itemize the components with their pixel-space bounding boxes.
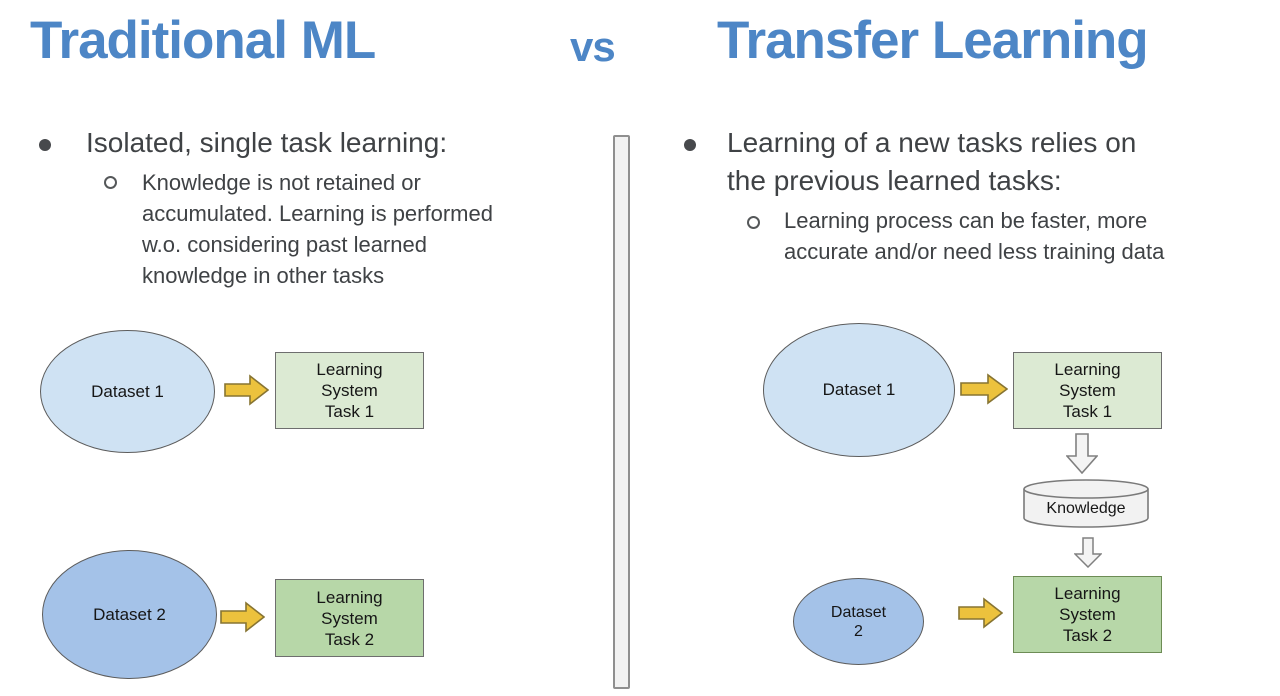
- right-main-bullet: Learning of a new tasks relies on the pr…: [727, 124, 1136, 200]
- left-dataset1-ellipse: Dataset 1: [40, 330, 215, 453]
- right-main-bullet-line: the previous learned tasks:: [727, 165, 1062, 196]
- right-sub-bullet-line: Learning process can be faster, more: [784, 208, 1148, 233]
- left-main-bullet: Isolated, single task learning:: [86, 127, 448, 158]
- left-system2-box: Learning System Task 2: [275, 579, 424, 657]
- right-system1-box: Learning System Task 1: [1013, 352, 1162, 429]
- left-sub-bullet: Knowledge is not retained or accumulated…: [142, 167, 493, 291]
- right-main-bullet-line: Learning of a new tasks relies on: [727, 127, 1137, 158]
- arrow-right-icon: [958, 597, 1003, 629]
- left-system1-box: Learning System Task 1: [275, 352, 424, 429]
- vs-label: vs: [570, 23, 616, 70]
- right-system2-box: Learning System Task 2: [1013, 576, 1162, 653]
- database-icon: [1023, 479, 1149, 528]
- left-system1-line: Task 1: [324, 402, 375, 421]
- right-system2-line: System: [1059, 605, 1116, 624]
- right-title: Transfer Learning: [717, 11, 1149, 70]
- right-dataset2-line: 2: [854, 622, 863, 640]
- arrow-right-icon: [960, 373, 1008, 405]
- left-dataset1-label: Dataset 1: [91, 381, 164, 401]
- vertical-divider: [613, 135, 630, 689]
- sub-bullet-circle-icon: [104, 176, 117, 189]
- knowledge-label: Knowledge: [1046, 500, 1126, 517]
- right-dataset2-ellipse: Dataset 2: [793, 578, 924, 665]
- right-dataset2-line: Dataset: [830, 603, 887, 621]
- bullet-dot-icon: [39, 139, 51, 151]
- left-system1-line: Learning: [316, 360, 383, 379]
- arrow-right-icon: [220, 601, 265, 633]
- arrow-down-icon: [1066, 433, 1098, 474]
- left-title: Traditional ML: [30, 11, 376, 70]
- right-system1-line: System: [1059, 381, 1116, 400]
- left-sub-bullet-line: Knowledge is not retained or: [142, 170, 421, 195]
- left-dataset2-label: Dataset 2: [93, 604, 166, 624]
- right-sub-bullet: Learning process can be faster, more acc…: [784, 205, 1164, 267]
- right-system1-line: Learning: [1054, 360, 1121, 379]
- right-sub-bullet-line: accurate and/or need less training data: [784, 239, 1165, 264]
- arrow-right-icon: [224, 374, 269, 406]
- left-system1-line: System: [321, 381, 378, 400]
- right-dataset1-label: Dataset 1: [822, 380, 896, 399]
- right-system1-line: Task 1: [1062, 402, 1113, 421]
- left-sub-bullet-line: knowledge in other tasks: [142, 263, 385, 288]
- arrow-down-icon: [1074, 537, 1102, 568]
- left-dataset2-ellipse: Dataset 2: [42, 550, 217, 679]
- left-sub-bullet-line: accumulated. Learning is performed: [142, 201, 493, 226]
- right-system2-line: Learning: [1054, 584, 1121, 603]
- sub-bullet-circle-icon: [747, 216, 760, 229]
- right-dataset1-ellipse: Dataset 1: [763, 323, 955, 457]
- left-system2-line: System: [321, 608, 378, 628]
- bullet-dot-icon: [684, 139, 696, 151]
- left-sub-bullet-line: w.o. considering past learned: [142, 232, 427, 257]
- left-system2-line: Task 2: [324, 629, 375, 649]
- right-system2-line: Task 2: [1062, 626, 1113, 645]
- knowledge-cylinder: Knowledge: [1022, 478, 1150, 530]
- left-system2-line: Learning: [316, 587, 383, 607]
